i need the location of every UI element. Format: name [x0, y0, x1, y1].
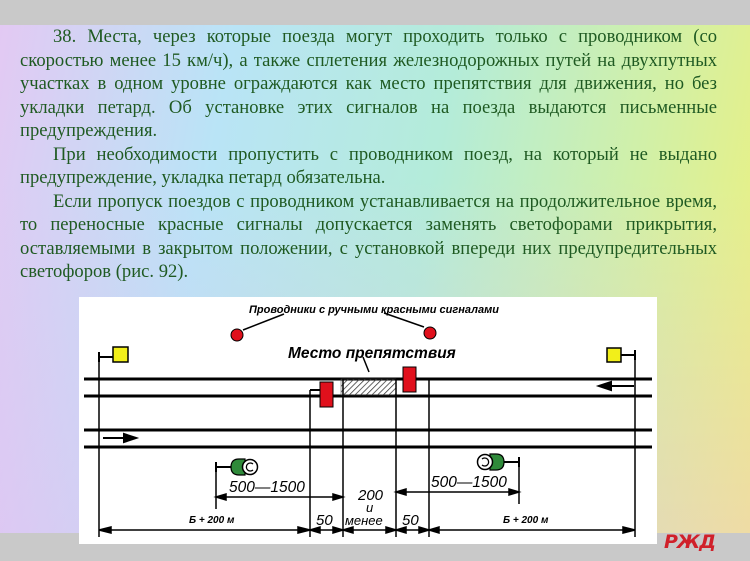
paragraph-2: При необходимости пропустить с проводник…	[20, 143, 717, 189]
gap-label-left: 50	[316, 512, 333, 529]
cover-signal-left	[310, 381, 334, 408]
distant-signal-right	[476, 453, 520, 471]
slide: 38. Места, через которые поезда могут пр…	[0, 25, 750, 533]
center-gap-line3: менее	[345, 513, 383, 528]
slide-text: 38. Места, через которые поезда могут пр…	[20, 25, 717, 284]
gap-label-right: 50	[402, 512, 419, 529]
distance-label-left: 500—1500	[229, 479, 305, 496]
distance-label-right: 500—1500	[431, 474, 507, 491]
top-bar	[0, 0, 750, 25]
direction-arrow-left	[595, 380, 634, 392]
warning-signal-right	[606, 347, 636, 363]
direction-arrow-right	[103, 432, 140, 444]
obstacle-zone	[340, 378, 397, 396]
handheld-signals	[230, 312, 437, 342]
center-gap-line2: и	[366, 500, 373, 515]
span-label-right: Б + 200 м	[503, 515, 549, 526]
center-gap-line1: 200	[357, 487, 384, 504]
span-label-left: Б + 200 м	[189, 515, 235, 526]
paragraph-1: 38. Места, через которые поезда могут пр…	[20, 26, 717, 141]
obstacle-label: Место препятствия	[288, 345, 456, 362]
figure-92-diagram: Проводники с ручными красными сигналами …	[79, 297, 657, 544]
caption-handheld-signals: Проводники с ручными красными сигналами	[249, 304, 499, 316]
cover-signal-right	[402, 366, 429, 393]
warning-signal-left	[98, 346, 129, 363]
rzd-logo: РЖД	[664, 531, 716, 553]
paragraph-3: Если пропуск поездов с проводником устан…	[20, 190, 717, 283]
distant-signal-left	[215, 458, 259, 476]
